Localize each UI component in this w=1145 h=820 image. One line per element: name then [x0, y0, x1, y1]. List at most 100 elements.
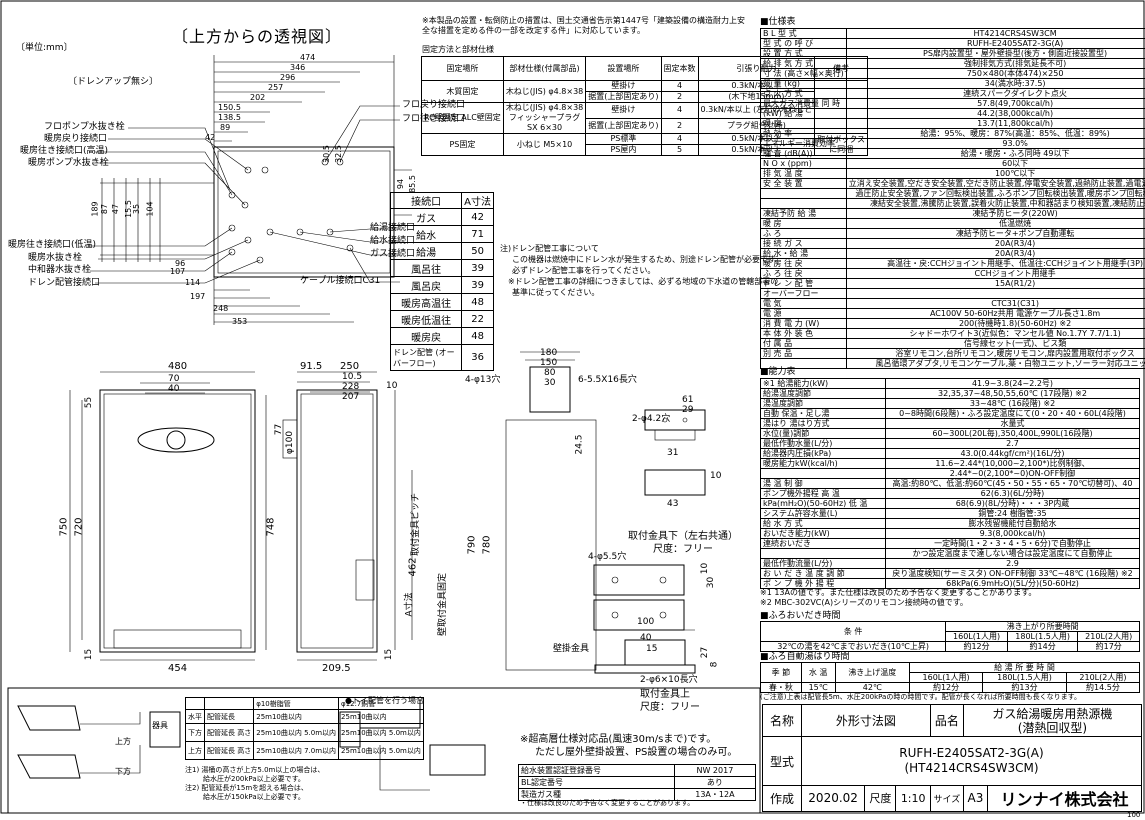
dim-61: 61: [682, 395, 694, 405]
spec-label: 安 全 装 置: [760, 178, 847, 189]
dim-40-upper: 40: [640, 633, 652, 643]
spec-label: 給 排 気 方 式: [760, 58, 847, 69]
spec-value: CTC31(C31): [845, 298, 1145, 309]
perf-value: 2.9: [885, 558, 1140, 569]
pipe-note: 注2) 配管延長が15mを超える場合は、: [185, 784, 308, 792]
product-label: 品名: [929, 703, 964, 738]
spec-row: 熱 効 率給湯：95%、暖房：87%(高温：85%、低温：89%): [760, 128, 1145, 139]
spec-value: 200(待機時1.8)(50-60Hz) ※2: [845, 318, 1145, 329]
made-label: 作成: [762, 784, 802, 813]
dim-32-5: 32.5: [333, 145, 343, 163]
dim-250: 250: [340, 361, 360, 372]
spec-value: 信号線セット(一式)、ビス類: [845, 338, 1145, 349]
pipe-cell: 上方: [185, 741, 205, 760]
drain-note-line: 必ずドレン配管工事を行ってください。: [512, 266, 656, 275]
spec-value: 低温燃焼: [845, 218, 1145, 229]
conn-val: 71: [461, 225, 494, 243]
fix-th: 設置場所: [585, 56, 662, 81]
spec-row: 安 全 装 置立消え安全装置,空だき安全装置,空だき防止装置,停電安全装置,過熱…: [760, 178, 1145, 189]
perf-value: 60~300L(20L毎),350,400L,990L(16段階): [885, 428, 1140, 439]
perf-label: 湯 温 制 御: [760, 478, 886, 489]
fix-cell: 小ねじ M5×10: [502, 133, 587, 156]
cert-label: BL認定番号: [518, 776, 675, 789]
dim-480: 480: [168, 361, 188, 372]
dim-55: 55: [84, 396, 95, 409]
dim-346: 346: [290, 63, 306, 72]
perf-row: お い だ き 温 度 調 節戻り温度検知(サーミスタ) ON-OFF制御 33…: [760, 568, 1140, 579]
pipe-cell: 配管延長 高さ: [203, 741, 255, 760]
perf-value: 一定時間(1・2・3・4・5・6分)で自動停止: [885, 538, 1140, 549]
spec-label: 排 気 温 度: [760, 168, 847, 179]
dim-790: 790: [466, 535, 478, 555]
cert-value: NW 2017: [673, 764, 757, 777]
trap-title: ●トイ配管を行う場合: [345, 696, 424, 705]
spec-row: ふ ろ凍結予防ヒータ+ポンプ自動運転: [760, 228, 1145, 239]
dim-87: 87: [100, 203, 110, 215]
perf-value: 高温:約80℃、低温:約60℃(45・50・55・65・70℃切替可)、40: [885, 478, 1140, 489]
spec-label: (kW) 給 湯: [760, 108, 847, 119]
perf-label: おいだき能力(kW): [760, 528, 886, 539]
perf-value: 銅管:24 樹脂管:35: [885, 508, 1140, 519]
perf-label: 最低作動水量(L/分): [760, 438, 886, 449]
fix-cell: 壁掛け: [585, 102, 662, 119]
label-bracket-pitch: 取付金具ピッチ: [411, 492, 422, 557]
fill-th: 水 温: [800, 662, 836, 683]
spec-label: B L 型 式: [760, 28, 847, 39]
perf-value: 41.9~3.8(24~2.2号): [885, 378, 1140, 389]
spec-label: 電 気: [760, 298, 847, 309]
dim-2-phi4-2: 2-φ4.2穴: [632, 414, 671, 424]
pipe-cell: 25m10曲以内 5.0m以内: [253, 723, 340, 742]
spec-value: 15A(R1/2): [845, 278, 1145, 289]
spec-label: 設 置 方 式: [760, 48, 847, 59]
company-name: リンナイ株式会社: [986, 784, 1143, 813]
fill-cell: 約12分: [909, 682, 984, 693]
fill-sub: 160L(1人用): [909, 672, 984, 683]
spec-label: エネルギー消費効率: [760, 138, 847, 149]
unit-label: 〔単位:mm〕: [16, 43, 73, 53]
perf-label: kPa(mH₂O)(50-60Hz) 低 温: [760, 498, 886, 509]
spec-label: 騒 音 (dB(A)): [760, 148, 847, 159]
perf-label: 水位(量)調節: [760, 428, 886, 439]
dim-209-5: 209.5: [322, 663, 351, 674]
pipe-cell: 25m10曲以内: [338, 709, 424, 724]
fill-cell: 春・秋: [760, 682, 802, 693]
dim-15-upper: 15: [646, 644, 658, 654]
dim-150: 150: [540, 358, 558, 368]
spec-value: 過圧防止安全装置,ファン回転検出装置,ふろポンプ回転検出装置,暖房ポンプ回転検出…: [845, 188, 1145, 199]
scale-label: 尺度: [864, 784, 897, 813]
perf-label: 連続おいだき: [760, 538, 886, 549]
spec-row: 本 体 外 装 色シャドーホワイト3(近似色：マンセル値 No.1.7Y 7.7…: [760, 328, 1145, 339]
fix-cell: 木質固定: [421, 80, 504, 103]
perf-value: 11.6~2.44*(10,000~2,100*)比例制御、: [885, 458, 1140, 469]
drain-note-line: 注)ドレン配管工事について: [500, 244, 599, 253]
spec-label: 給 水・給 湯: [760, 248, 847, 259]
fix-cell: 据置(上部固定あり): [585, 91, 662, 103]
conn-val: 22: [461, 310, 494, 328]
conn-val: 36: [461, 344, 494, 371]
spec-title: ■仕様表: [760, 17, 796, 27]
perf-value: 32,35,37~48,50,55,60℃ (17段階) ※2: [885, 388, 1140, 399]
perf-label: 自動 保温・足し湯: [760, 408, 886, 419]
spec-value: 60以下: [845, 158, 1145, 169]
pipe-th: [203, 697, 255, 710]
spec-value: AC100V 50-60Hz共用 電源ケーブル長さ1.8m: [845, 308, 1145, 319]
dim-353: 353: [232, 317, 248, 326]
perf-label: 給 水 方 式: [760, 518, 886, 529]
pipe-cell: 25m10曲以内: [253, 709, 340, 724]
dim-720: 720: [73, 517, 85, 537]
top-view-dimensions: [88, 55, 412, 325]
spec-value: 13.7(11,800kcal/h): [845, 118, 1145, 129]
label-down: 下方: [115, 767, 131, 776]
dim-10-bracket: 10: [710, 471, 722, 481]
dim-35: 35: [132, 203, 142, 215]
fix-cell: 5: [660, 144, 699, 156]
spec-value: 750×480(本体474)×250: [845, 68, 1145, 79]
spec-value: 100℃以下: [845, 168, 1145, 179]
dim-94: 94: [396, 178, 406, 190]
perf-label: 湯はり 湯はり方式: [760, 418, 886, 429]
